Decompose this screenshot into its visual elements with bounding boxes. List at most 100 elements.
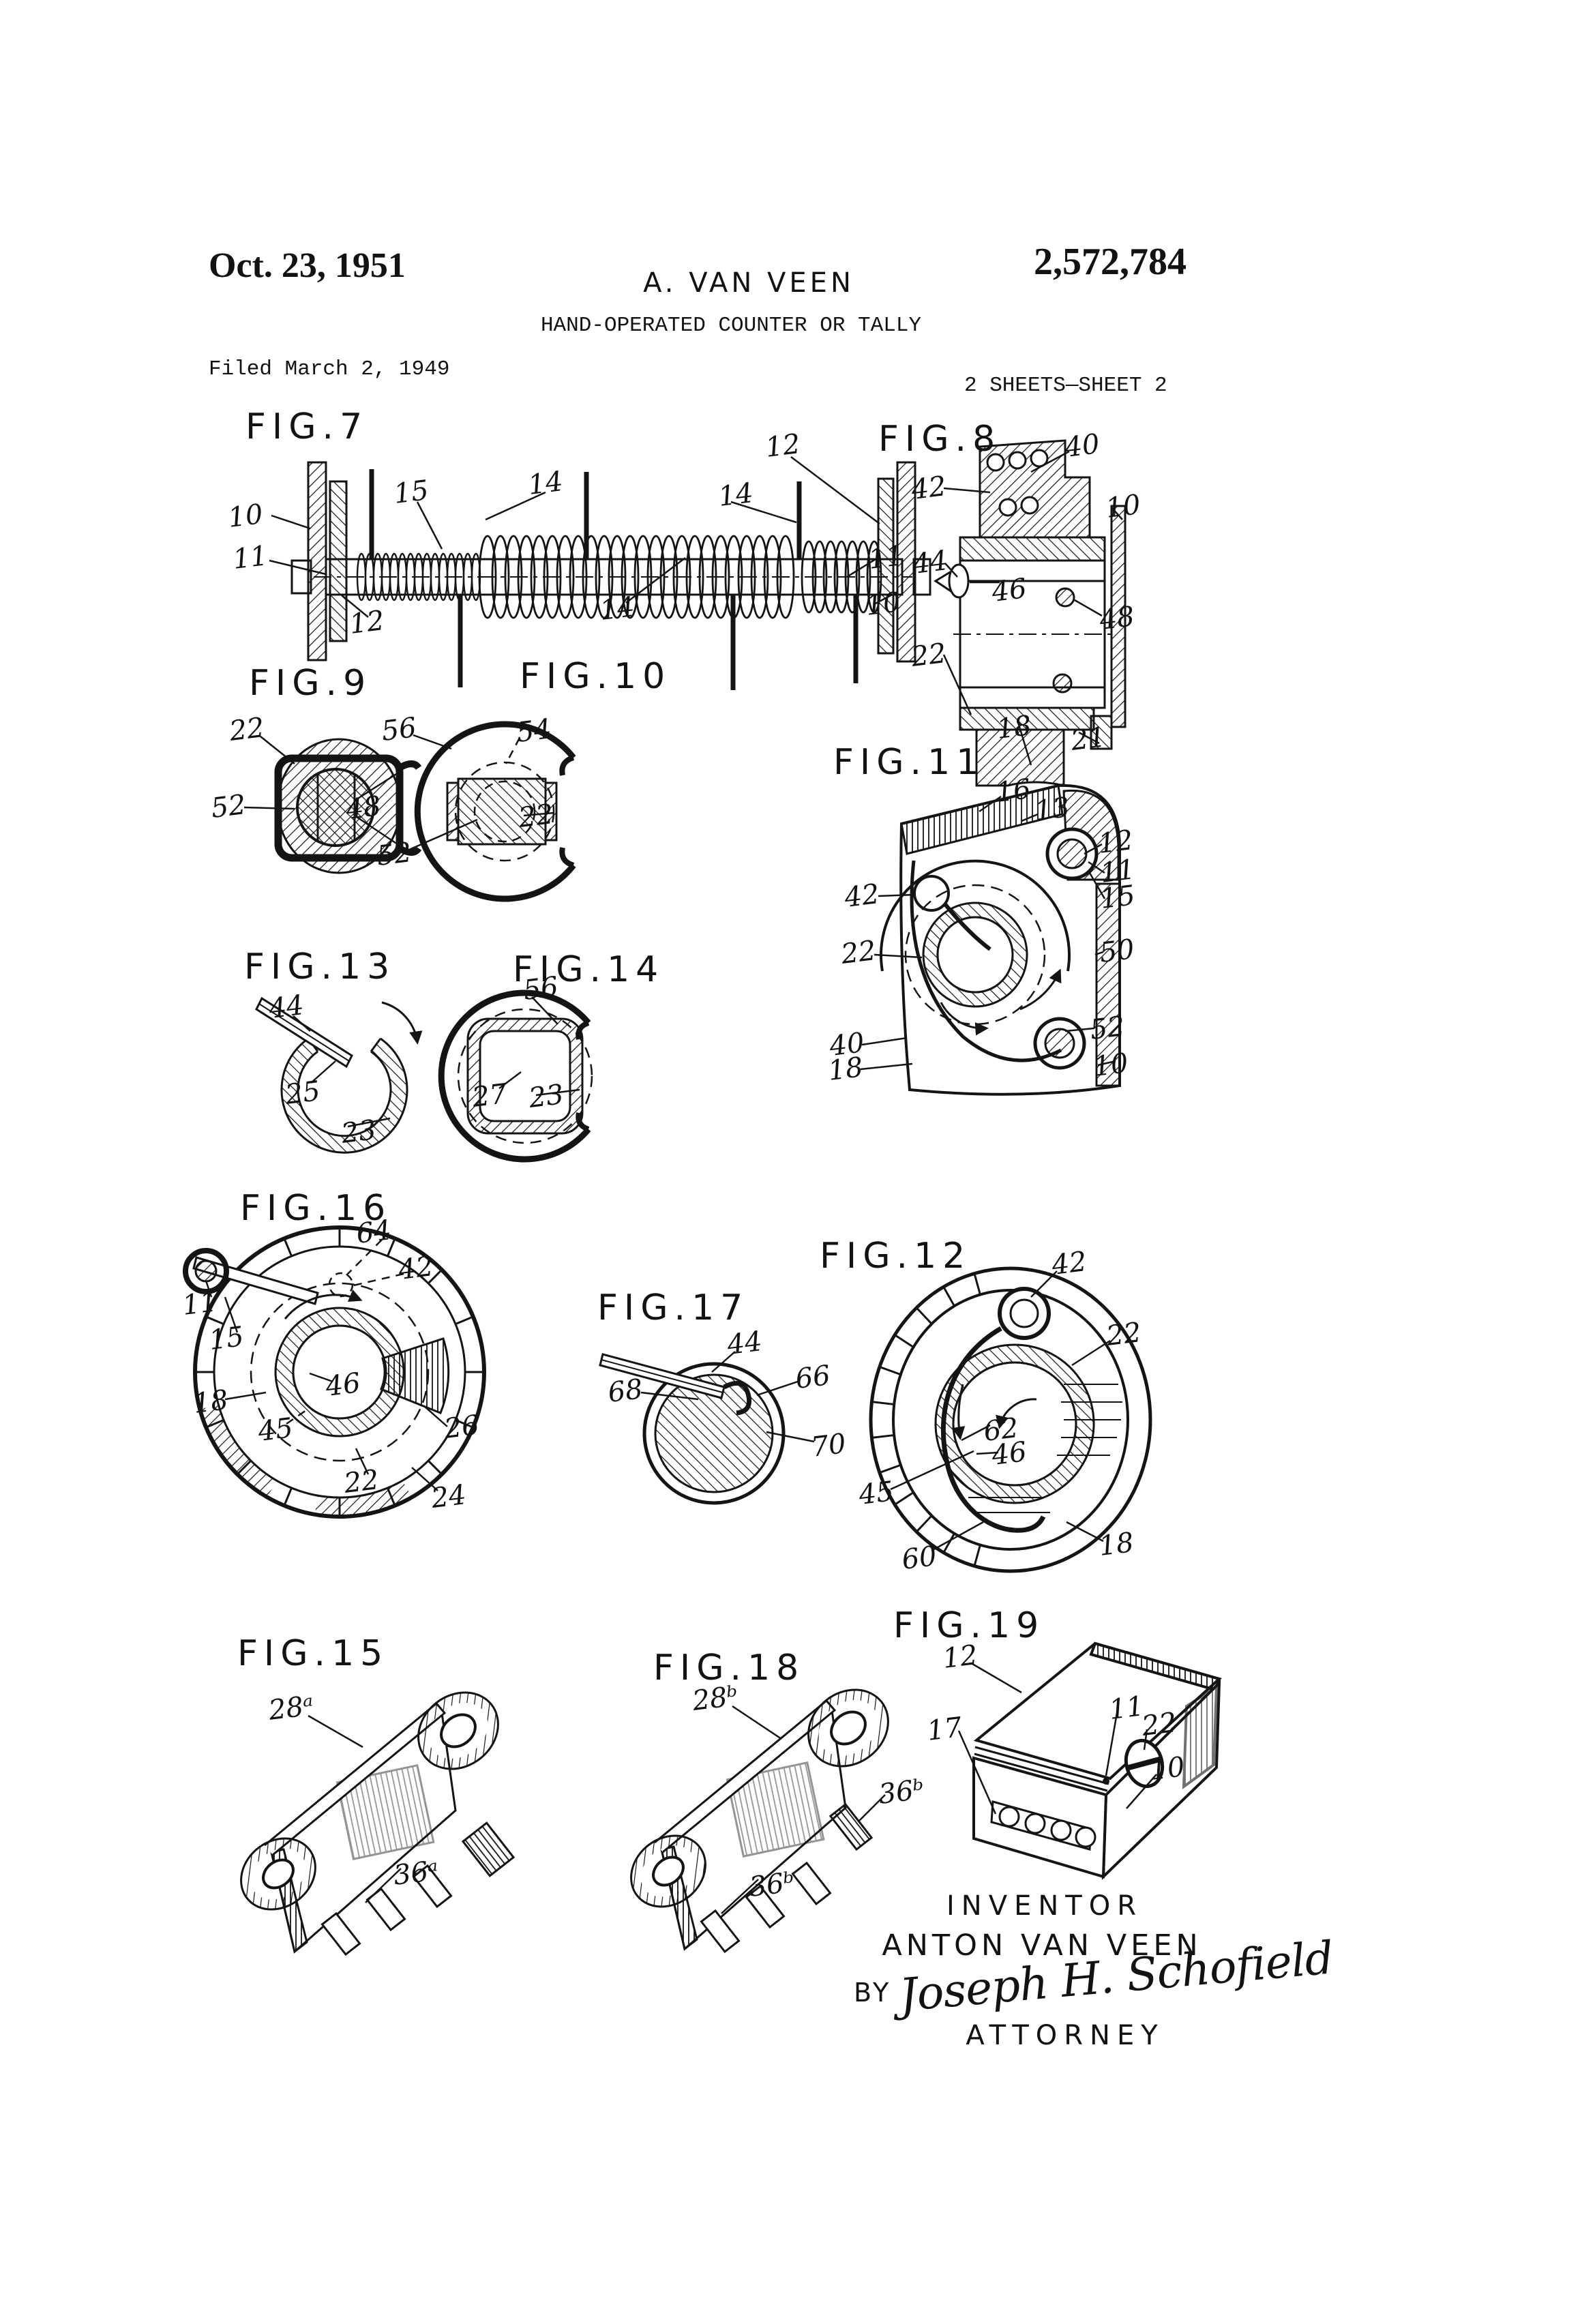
ref-label-fig16-26: 26 [442, 1410, 481, 1445]
fig14-drawing [438, 989, 593, 1163]
fig10-title: FIG.10 [520, 656, 672, 697]
ref-label-fig14-56: 56 [521, 971, 561, 1007]
fig16-drawing [183, 1225, 486, 1519]
ref-label-fig7-14: 14 [716, 477, 756, 513]
ref-label-fig7-10: 10 [226, 498, 265, 534]
fig16-title: FIG.16 [240, 1188, 392, 1229]
ref-label-fig17-44: 44 [725, 1326, 764, 1361]
ref-label-fig11-15: 15 [1098, 880, 1137, 915]
ref-label-fig14-27: 27 [470, 1078, 509, 1114]
ref-label-fig15-28ᵃ: 28ᵃ [267, 1690, 316, 1727]
fig15-drawing [240, 1691, 516, 1956]
fig13-title: FIG.13 [244, 947, 396, 987]
patent-title: HAND-OPERATED COUNTER OR TALLY [540, 314, 922, 338]
leader-lines [205, 450, 1157, 1914]
leader-lines-dashed [286, 737, 521, 1425]
ref-label-fig16-45: 45 [256, 1412, 295, 1448]
ref-label-fig11-22: 22 [839, 935, 878, 970]
ref-label-fig18-28ᵇ: 28ᵇ [690, 1680, 741, 1717]
ref-label-fig18-36ᵇ: 36ᵇ [747, 1866, 797, 1903]
fig10-drawing [414, 721, 576, 902]
ref-label-fig16-24: 24 [429, 1479, 468, 1515]
ref-label-fig13-25: 25 [283, 1075, 323, 1111]
ref-label-fig8-42: 42 [909, 471, 949, 506]
ref-label-fig16-22: 22 [342, 1464, 381, 1500]
ref-label-fig11-13: 13 [1032, 792, 1072, 827]
ref-label-fig10-52: 52 [374, 837, 414, 872]
fig13-drawing [255, 996, 423, 1154]
ref-label-fig19-12: 12 [940, 1639, 980, 1675]
ref-label-fig10-56: 56 [379, 712, 419, 747]
fig18-drawing [630, 1688, 889, 1954]
ref-label-fig9-22: 22 [227, 712, 267, 747]
ref-label-fig7-14: 14 [597, 591, 637, 627]
ref-label-fig8-22: 22 [909, 638, 949, 673]
attorney-caption: ATTORNEY [966, 2020, 1165, 2051]
ref-label-fig17-68: 68 [606, 1373, 645, 1409]
ref-label-fig14-23: 23 [526, 1079, 566, 1114]
ref-label-fig9-48: 48 [344, 790, 383, 826]
fig8-drawing [934, 439, 1126, 787]
ref-label-fig11-10: 10 [1091, 1047, 1131, 1083]
fig11-title: FIG.11 [833, 742, 985, 783]
ref-label-fig9-52: 52 [209, 789, 248, 824]
ref-label-fig10-22: 22 [516, 799, 556, 834]
fig9-drawing [274, 738, 422, 874]
ref-label-fig12-22: 22 [1104, 1317, 1144, 1352]
ref-label-fig16-42: 42 [396, 1251, 436, 1286]
ref-label-fig8-48: 48 [1097, 601, 1137, 636]
ref-label-fig13-44: 44 [267, 989, 306, 1025]
ref-label-fig19-22: 22 [1139, 1707, 1179, 1742]
ref-label-fig11-42: 42 [842, 878, 882, 914]
ref-label-fig11-52: 52 [1088, 1011, 1127, 1046]
ref-label-fig12-42: 42 [1049, 1246, 1089, 1281]
by-caption: BY [854, 1978, 892, 2008]
ref-label-fig10-54: 54 [514, 713, 554, 749]
fig12-drawing [869, 1266, 1152, 1573]
ref-label-fig12-45: 45 [856, 1476, 896, 1511]
ref-label-fig16-15: 15 [207, 1321, 246, 1356]
fig15-title: FIG.15 [237, 1633, 389, 1674]
ref-label-fig19-10: 10 [1148, 1751, 1187, 1787]
ref-label-fig17-70: 70 [809, 1428, 848, 1463]
ref-label-fig7-12: 12 [763, 428, 803, 464]
ref-label-fig8-46: 46 [989, 573, 1029, 608]
ref-label-fig16-11: 11 [180, 1286, 220, 1322]
ref-label-fig16-18: 18 [191, 1384, 230, 1420]
ref-label-fig7-10: 10 [863, 586, 903, 622]
fig11-drawing [880, 784, 1121, 1096]
ref-label-fig7-15: 15 [391, 475, 431, 510]
filed-date: Filed March 2, 1949 [209, 357, 450, 381]
ref-label-fig7-11: 11 [230, 540, 270, 576]
fig7-drawing [290, 461, 931, 690]
fig8-title: FIG.8 [878, 419, 1002, 460]
fig7-title: FIG.7 [245, 406, 369, 447]
ref-label-fig8-18: 18 [994, 710, 1034, 745]
ref-label-fig8-40: 40 [1062, 428, 1102, 464]
ref-label-fig12-46: 46 [989, 1436, 1029, 1472]
ref-label-fig16-64: 64 [354, 1215, 393, 1250]
ref-label-fig8-10: 10 [1103, 489, 1143, 524]
fig19-title: FIG.19 [893, 1605, 1045, 1646]
inventor-name-header: A. VAN VEEN [643, 267, 854, 299]
ref-label-fig18-36ᵇ: 36ᵇ [876, 1774, 927, 1811]
fig18-title: FIG.18 [653, 1648, 805, 1688]
fig12-title: FIG.12 [820, 1236, 972, 1277]
patent-number: 2,572,784 [1034, 241, 1186, 283]
ref-label-fig11-16: 16 [994, 773, 1033, 809]
fig17-title: FIG.17 [597, 1287, 749, 1328]
inventor-name: ANTON VAN VEEN [882, 1928, 1202, 1963]
ref-label-fig11-50: 50 [1097, 934, 1137, 969]
ref-label-fig7-12: 12 [347, 605, 387, 640]
ref-label-fig13-23: 23 [339, 1114, 378, 1150]
fig9-title: FIG.9 [249, 663, 372, 704]
ref-label-fig8-44: 44 [910, 545, 950, 580]
ref-label-fig16-46: 46 [323, 1367, 363, 1403]
ref-label-fig11-18: 18 [826, 1052, 865, 1087]
ref-label-fig7-11: 11 [866, 540, 906, 576]
patent-date: Oct. 23, 1951 [209, 246, 406, 285]
sheet-indicator: 2 SHEETS—SHEET 2 [964, 374, 1167, 398]
inventor-caption: INVENTOR [946, 1890, 1143, 1922]
